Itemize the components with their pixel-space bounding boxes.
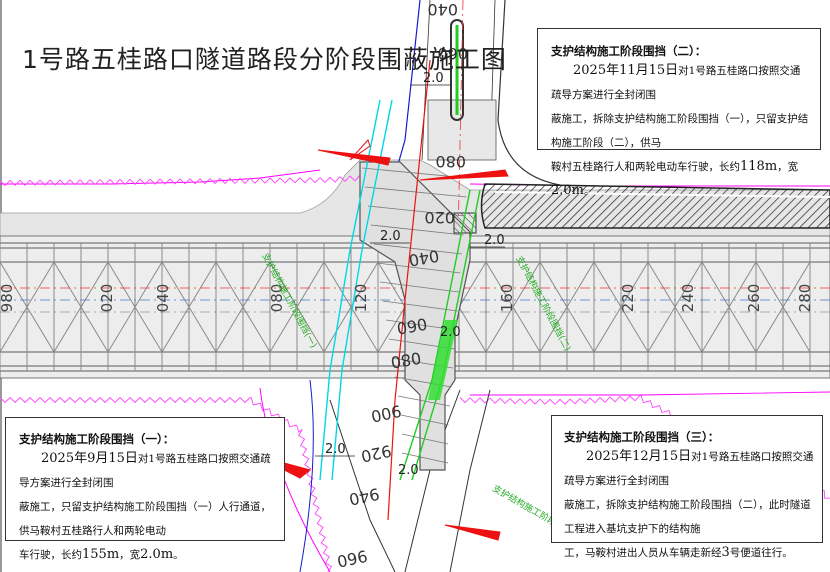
station-cross-label: 040 [427, 0, 458, 19]
station-main-label: 040 [154, 284, 172, 313]
note-line: 蔽施工，拆除支护结构施工阶段围挡（一），只留支护结构施工阶段（二），供马 [551, 113, 809, 149]
dimension-labels: 2.0 2.0 2.0 2.0 2.0 2.0 [325, 71, 505, 478]
note-length: 155m [82, 547, 120, 562]
station-main-label: 160 [498, 284, 516, 313]
note-stage-2: 支护结构施工阶段围挡（二）： 2025年11月15日对1号路五桂路口按照交通疏导… [537, 28, 821, 198]
note-line: 。 [173, 549, 184, 561]
drawing-title: 1号路五桂路口隧道路段分阶段围蔽施工图 [22, 45, 507, 74]
dimension-2-0: 2.0 [423, 71, 444, 86]
dimension-2-0: 2.0 [325, 442, 346, 457]
red-axis [387, 59, 431, 521]
dimension-2-0: 2.0 [440, 325, 461, 340]
note-line: 对1号路五桂路口按照交通疏导方案进行全封闭围 [564, 451, 814, 487]
station-main-label: 020 [98, 284, 116, 313]
diagonal-member [370, 224, 464, 236]
station-main-label: 240 [679, 284, 697, 313]
note-date: 2025年9月15日 [41, 451, 138, 466]
diagonal-member [376, 262, 461, 274]
diagonal-member [382, 300, 458, 312]
station-main-label: 980 [0, 284, 16, 313]
note-stage-1: 支护结构施工阶段围挡（一）： 2025年9月15日对1号路五桂路口按照交通疏导方… [5, 417, 285, 562]
fence-stage-1 [319, 99, 393, 481]
station-main-label: 220 [619, 284, 637, 313]
note-line: 对1号路五桂路口按照交通疏导方案进行全封闭围 [551, 65, 801, 101]
dimension-2-0: 2.0 [484, 233, 505, 248]
diagonal-member [401, 452, 449, 464]
note-line: 工，马鞍村进出人员从车辆走新经 [564, 547, 722, 559]
station-main-label: 120 [352, 284, 370, 313]
note-date: 2025年12月15日 [586, 449, 692, 464]
note-body: 2025年11月15日对1号路五桂路口按照交通疏导方案进行全封闭围 蔽施工，拆除… [551, 59, 810, 203]
note-length: 118m [740, 159, 778, 174]
dimension-ticks [315, 84, 505, 457]
station-cross-label: 020 [424, 208, 455, 227]
note-line: 号便道往行。 [729, 547, 793, 559]
station-labels-main: 980 020 040 080 120 160 220 240 260 280 [0, 284, 814, 313]
cross-road-top [394, 0, 561, 241]
note-line: 对1号路五桂路口按照交通疏导方案进行全封闭围 [19, 453, 271, 489]
hatched-strip-inner [494, 191, 830, 198]
boundary-zigzag-top [0, 172, 401, 187]
station-cross-label: 080 [435, 152, 466, 171]
note-heading: 支护结构施工阶段围挡（三）： [564, 430, 720, 444]
note-line: 蔽施工，拆除支护结构施工阶段围挡（二），此时隧道工程进入基坑支护下的结构施 [564, 499, 811, 535]
diagonal-member [397, 395, 451, 407]
station-cross-label: 940 [347, 484, 381, 509]
note-heading: 支护结构施工阶段围挡（一）： [19, 432, 175, 446]
note-width: 2.0m [551, 183, 585, 198]
station-cross-label: 900 [369, 401, 403, 426]
note-line: 。 [584, 185, 595, 197]
boundary-bottom-right [470, 391, 830, 396]
boundary-zigzag-bottom-left [0, 396, 333, 572]
station-main-label: 080 [268, 284, 286, 313]
note-line: 车行驶，长约 [19, 549, 82, 561]
fence-stage-2-fill [428, 320, 458, 400]
station-cross-label: 060 [437, 44, 468, 63]
station-main-label: 280 [796, 284, 814, 313]
note-line: ，宽 [777, 161, 799, 173]
note-date: 2025年11月15日 [573, 63, 679, 78]
boundary-top-left [0, 169, 321, 185]
note-line: 鞍村五桂路行人和两轮电动车行驶，长约 [551, 161, 740, 173]
diagonal-member [367, 205, 466, 217]
note-body: 2025年12月15日对1号路五桂路口按照交通疏导方案进行全封闭围 蔽施工，拆除… [564, 445, 814, 565]
note-body: 2025年9月15日对1号路五桂路口按照交通疏导方案进行全封闭围 蔽施工，只留支… [19, 447, 276, 567]
note-line: ，宽 [119, 549, 141, 561]
station-cross-label: 920 [359, 441, 393, 466]
note-road-number: 3 [721, 545, 730, 560]
dimension-2-0: 2.0 [398, 463, 419, 478]
note-stage-3: 支护结构施工阶段围挡（三）： 2025年12月15日对1号路五桂路口按照交通疏导… [551, 415, 823, 560]
note-line: 蔽施工，只留支护结构施工阶段围挡（一）人行通道，供马鞍村五桂路行人和两轮电动 [19, 501, 271, 537]
dimension-2-0: 2.0 [380, 229, 401, 244]
note-heading: 支护结构施工阶段围挡（二）： [551, 44, 707, 58]
diagonal-member [400, 414, 449, 426]
station-main-label: 260 [745, 284, 763, 313]
diagonal-member [373, 243, 463, 255]
note-width: 2.0m [140, 547, 174, 562]
diagonal-member [379, 281, 460, 293]
station-cross-label: 960 [335, 546, 369, 571]
